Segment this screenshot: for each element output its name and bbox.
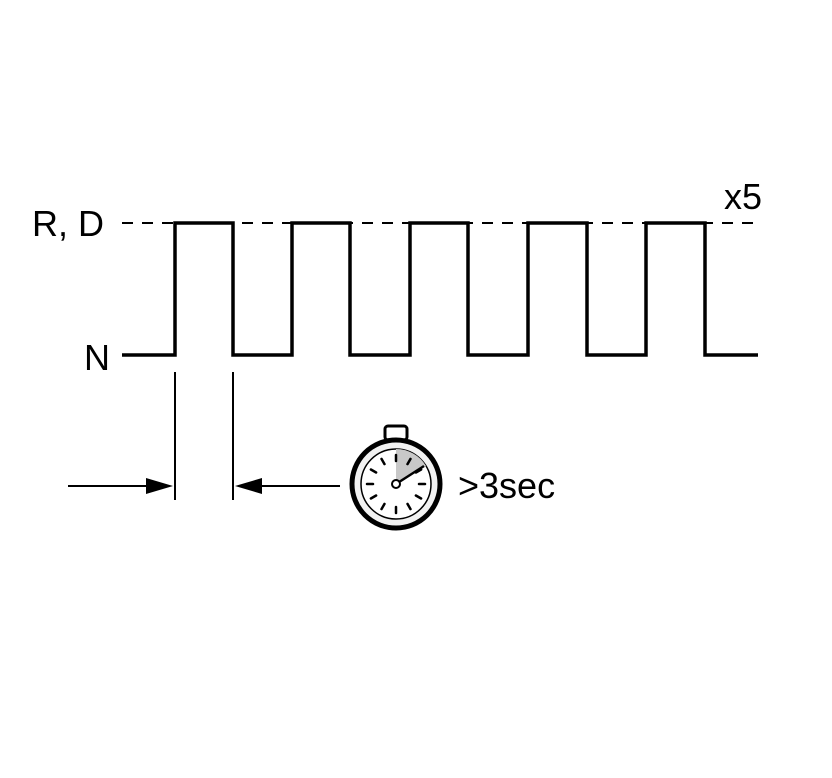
duration-label: >3sec <box>458 465 555 506</box>
stopwatch-icon <box>349 424 443 531</box>
high-level-label: R, D <box>32 203 104 244</box>
repeat-count-label: x5 <box>724 176 762 217</box>
duration-arrow-right <box>235 478 340 494</box>
low-level-label: N <box>84 337 110 378</box>
shift-waveform <box>122 221 758 357</box>
duration-arrow-left <box>68 478 173 494</box>
